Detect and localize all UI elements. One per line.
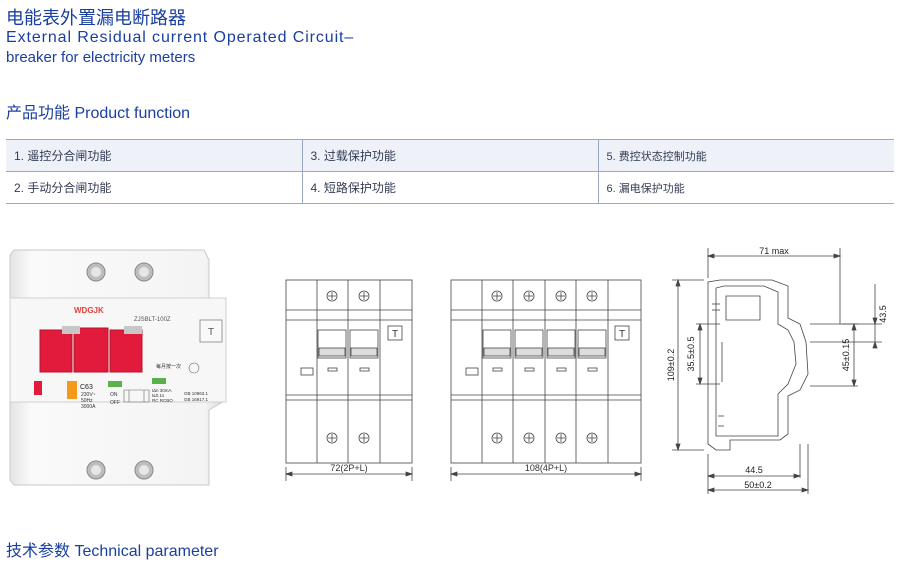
terminal-icon [491, 290, 503, 302]
brand-logo: WDGJK [74, 306, 104, 315]
svg-text:每月按一次: 每月按一次 [156, 363, 181, 370]
svg-text:ON: ON [110, 392, 118, 398]
handle [73, 327, 109, 373]
section-technical-parameter: 技术参数 Technical parameter [6, 543, 219, 560]
dimension-label: 43.5 [878, 305, 888, 323]
svg-text:OFF: OFF [110, 400, 120, 406]
table-cell: 1. 遥控分合闸功能 [6, 139, 303, 172]
svg-text:RC RCBO: RC RCBO [152, 398, 173, 403]
svg-text:T: T [619, 329, 625, 340]
handle [109, 329, 143, 373]
terminal-icon [358, 290, 370, 302]
terminal-icon [555, 290, 567, 302]
title-english-line1: External Residual current Operated Circu… [6, 29, 355, 46]
svg-text:230V~: 230V~ [81, 392, 96, 398]
dimension-label: 50±0.2 [744, 480, 771, 490]
table-cell: 5. 费控状态控制功能 [597, 139, 894, 172]
dimension-label: 45±0.15 [841, 339, 851, 371]
svg-text:3000A: 3000A [81, 404, 96, 410]
terminal-icon [491, 432, 503, 444]
product-photo: WDGJK ZJSBLT-100Z T 每月按一次 C63 230V~ 50Hz… [9, 249, 227, 486]
terminal-icon [586, 432, 598, 444]
indicator [34, 381, 42, 395]
terminal-icon [523, 290, 535, 302]
test-button [199, 319, 223, 343]
section-product-function: 产品功能 Product function [6, 105, 191, 122]
terminal-icon [523, 432, 535, 444]
dimension-label: 35.5±0.5 [686, 337, 696, 372]
svg-text:T: T [392, 329, 398, 340]
terminal-icon [326, 432, 338, 444]
dimension-label: 72(2P+L) [330, 463, 367, 473]
table-row: 1. 遥控分合闸功能 3. 过载保护功能 5. 费控状态控制功能 [6, 139, 894, 172]
svg-text:GB 16917.1: GB 16917.1 [184, 397, 209, 402]
model-label: ZJSBLT-100Z [134, 317, 171, 323]
dimension-label: 109±0.2 [666, 349, 676, 381]
dimension-label: 108(4P+L) [525, 463, 567, 473]
rating-label: C63 [80, 384, 93, 391]
svg-text:GB 10963.1: GB 10963.1 [184, 391, 209, 396]
title-chinese: 电能表外置漏电断路器 [6, 8, 186, 28]
indicator [67, 381, 77, 399]
front-view-2p: T 72(2P+L) [284, 279, 414, 481]
terminal-icon [326, 290, 338, 302]
dimension-label: 44.5 [745, 465, 763, 475]
svg-text:t≤0.1s: t≤0.1s [152, 393, 165, 398]
table-cell: 6. 漏电保护功能 [597, 171, 894, 204]
dimension-label: 71 max [759, 246, 789, 256]
svg-text:I∆n 30mA: I∆n 30mA [152, 388, 172, 393]
side-view: 71 max 109±0.2 35.5±0.5 43.5 45±0.15 44.… [666, 246, 888, 494]
terminal-icon [586, 290, 598, 302]
title-english-line2: breaker for electricity meters [6, 49, 196, 66]
svg-text:50Hz: 50Hz [81, 398, 93, 404]
terminal-icon [555, 432, 567, 444]
table-row: 2. 手动分合闸功能 4. 短路保护功能 6. 漏电保护功能 [6, 171, 894, 204]
svg-text:T: T [208, 327, 214, 338]
table-cell: 2. 手动分合闸功能 [6, 171, 303, 204]
table-cell: 4. 短路保护功能 [301, 171, 599, 204]
front-view-4p: T 108(4P+L) [449, 279, 643, 481]
table-cell: 3. 过载保护功能 [301, 139, 599, 172]
terminal-icon [358, 432, 370, 444]
handle [39, 329, 73, 373]
function-table: 1. 遥控分合闸功能 3. 过载保护功能 5. 费控状态控制功能 2. 手动分合… [6, 139, 894, 204]
